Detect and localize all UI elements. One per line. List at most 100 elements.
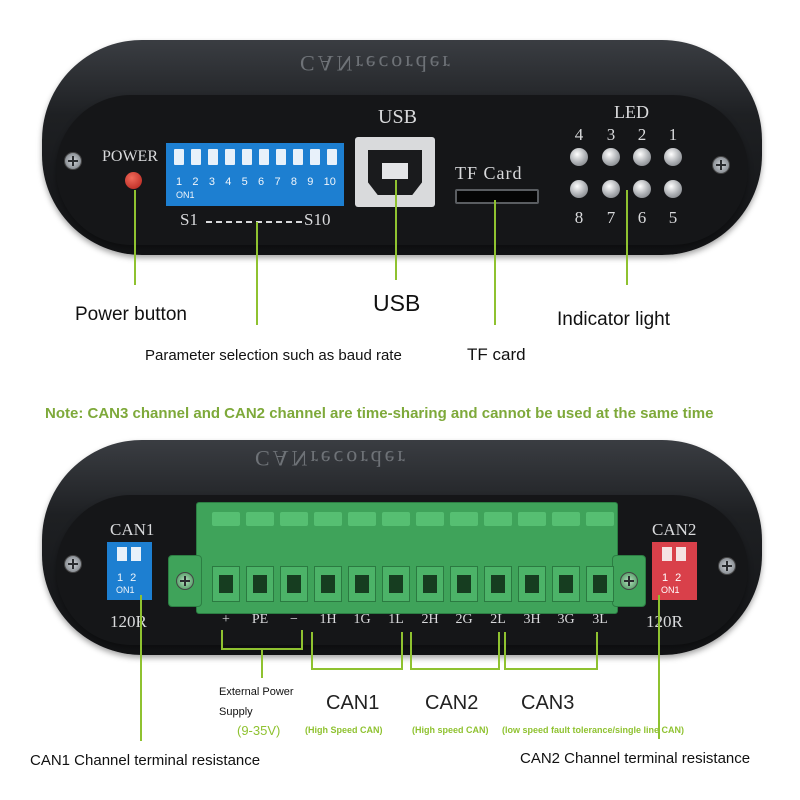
terminal-screw-cap[interactable] [348, 512, 376, 526]
terminal-socket[interactable] [586, 566, 614, 602]
led-title: LED [614, 102, 649, 122]
dip-range-end: S10 [304, 210, 331, 229]
led-number: 8 [574, 208, 584, 227]
power-supply-callout-line1: External Power [219, 686, 294, 698]
can1-bracket [311, 668, 403, 670]
top-right-screw-icon [712, 156, 730, 174]
tf-card-callout: TF card [467, 345, 526, 364]
can2-terminal-resistance-callout: CAN2 Channel terminal resistance [520, 750, 751, 767]
top-left-screw-icon [64, 152, 82, 170]
can1-term-callout-line [140, 595, 142, 741]
dip-number: 3 [208, 176, 215, 188]
dip-number: 7 [274, 176, 281, 188]
tf-card-slot[interactable] [455, 189, 539, 204]
terminal-screw-cap[interactable] [552, 512, 580, 526]
top-brand-engraving: CANrecorder [300, 51, 453, 76]
terminal-left-screw-icon [176, 572, 194, 590]
can3-bracket [504, 668, 598, 670]
can2-bracket [410, 668, 500, 670]
can2-term-callout-line [658, 595, 660, 739]
usb-callout-line [395, 180, 397, 280]
power-callout-line [134, 190, 136, 285]
terminal-socket[interactable] [382, 566, 410, 602]
terminal-screw-cap[interactable] [280, 512, 308, 526]
led-indicator [664, 148, 682, 166]
usb-port[interactable] [355, 137, 435, 207]
bottom-left-screw-icon [64, 555, 82, 573]
terminal-right-screw-icon [620, 572, 638, 590]
dip-number: 2 [192, 176, 199, 188]
dip-number: 4 [225, 176, 232, 188]
can1-panel-label: CAN1 [110, 520, 155, 539]
led-callout-line [626, 190, 628, 285]
terminal-socket[interactable] [416, 566, 444, 602]
can1-dip-on-label: ON1 [116, 585, 135, 595]
power-button-callout: Power button [75, 304, 187, 325]
usb-callout: USB [373, 290, 421, 316]
led-indicator [570, 180, 588, 198]
terminal-socket[interactable] [314, 566, 342, 602]
led-indicator [664, 180, 682, 198]
can2-resistor-label: 120R [646, 612, 683, 631]
terminal-socket[interactable] [348, 566, 376, 602]
terminal-screw-cap[interactable] [246, 512, 274, 526]
can2-big-label: CAN2 [425, 692, 479, 714]
terminal-socket[interactable] [450, 566, 478, 602]
can3-big-label: CAN3 [521, 692, 575, 714]
can1-big-label: CAN1 [326, 692, 380, 714]
led-number: 4 [574, 125, 584, 144]
terminal-screw-cap[interactable] [416, 512, 444, 526]
terminal-socket[interactable] [518, 566, 546, 602]
terminal-pin-label: 3G [557, 612, 575, 627]
terminal-screw-cap[interactable] [518, 512, 546, 526]
led-indicator [602, 180, 620, 198]
terminal-socket[interactable] [280, 566, 308, 602]
terminal-pin-label: 1L [388, 612, 404, 627]
led-number: 6 [637, 208, 647, 227]
terminal-screw-cap[interactable] [450, 512, 478, 526]
terminal-screw-cap[interactable] [382, 512, 410, 526]
can1-terminal-resistance-callout: CAN1 Channel terminal resistance [30, 752, 261, 769]
power-supply-callout-line2: Supply [219, 706, 253, 718]
can1-dip-numbers: 1 2 [117, 572, 139, 584]
terminal-pin-label: 1H [319, 612, 337, 627]
tf-panel-label: TF Card [455, 163, 523, 183]
can3-sub-label: (low speed fault tolerance/single line C… [502, 725, 685, 735]
terminal-screw-cap[interactable] [314, 512, 342, 526]
terminal-socket[interactable] [552, 566, 580, 602]
can2-dip-on-label: ON1 [661, 585, 680, 595]
power-label: POWER [102, 148, 158, 165]
terminal-pin-label: 2G [455, 612, 473, 627]
led-number: 5 [668, 208, 678, 227]
terminal-pin-label: PE [251, 612, 269, 627]
can2-sub-label: (High speed CAN) [412, 725, 489, 735]
terminal-pin-label: 2H [421, 612, 439, 627]
bottom-brand-engraving: CANrecorder [255, 446, 408, 471]
parameter-dip-switch[interactable]: 1 2 3 4 5 6 7 8 9 10 ON1 [166, 143, 344, 206]
terminal-socket[interactable] [246, 566, 274, 602]
dip-range-start: S1 [180, 210, 198, 229]
terminal-screw-cap[interactable] [586, 512, 614, 526]
terminal-screw-cap[interactable] [484, 512, 512, 526]
led-indicator [602, 148, 620, 166]
dip-number: 9 [307, 176, 314, 188]
indicator-light-callout: Indicator light [557, 309, 671, 330]
dip-number: 8 [290, 176, 297, 188]
dip-number: 1 [176, 176, 183, 188]
can2-termination-dip[interactable]: 1 2 ON1 [652, 542, 697, 600]
led-indicator [570, 148, 588, 166]
terminal-pin-label: 3L [592, 612, 608, 627]
can1-termination-dip[interactable]: 1 2 ON1 [107, 542, 152, 600]
terminal-screw-cap[interactable] [212, 512, 240, 526]
usb-panel-label: USB [378, 106, 417, 128]
terminal-socket[interactable] [484, 566, 512, 602]
bottom-right-screw-icon [718, 557, 736, 575]
can1-resistor-label: 120R [110, 612, 147, 631]
terminal-pin-label: + [222, 612, 230, 627]
led-indicator [633, 148, 651, 166]
dip-number: 6 [258, 176, 265, 188]
terminal-socket[interactable] [212, 566, 240, 602]
tf-callout-line [494, 200, 496, 325]
power-button[interactable] [125, 172, 142, 189]
power-voltage-callout: (9-35V) [237, 723, 281, 738]
